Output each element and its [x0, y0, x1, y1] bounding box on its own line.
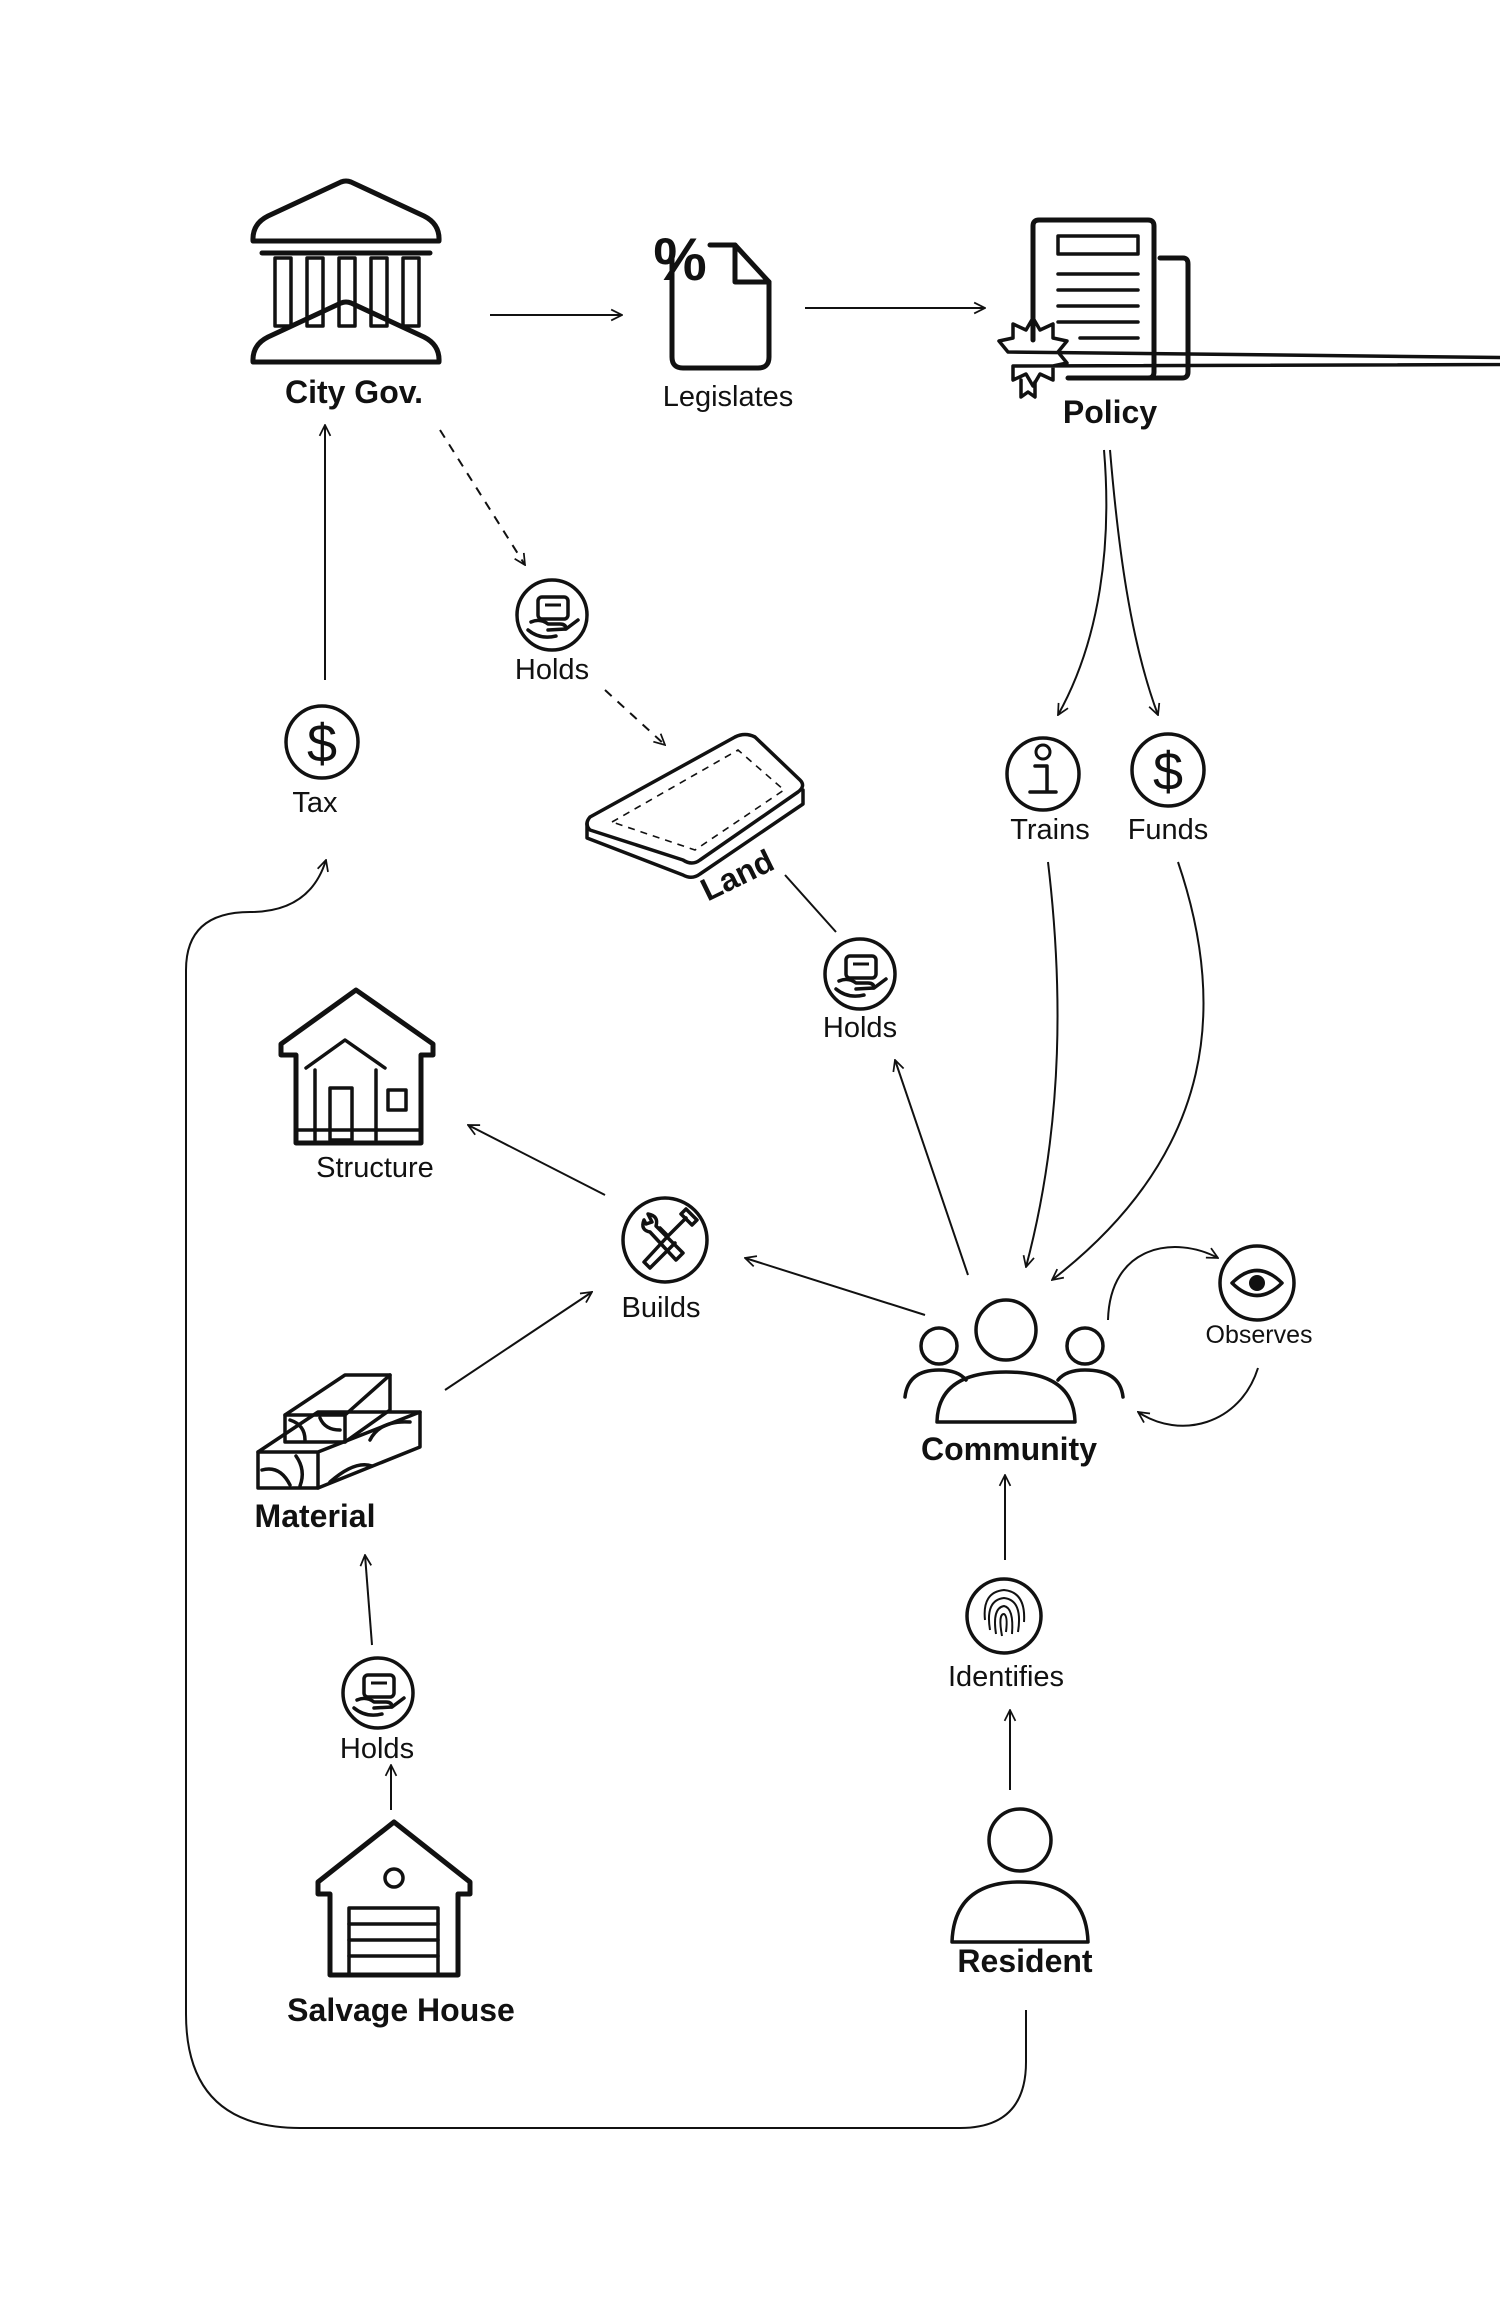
- arrow-citygov-holds: [439, 429, 525, 565]
- garage-icon: [315, 1819, 473, 1978]
- city-gov-node: City Gov.: [250, 178, 442, 410]
- government-building-icon: [250, 178, 442, 365]
- holds-gov-label: Holds: [515, 654, 589, 686]
- svg-text:%: %: [653, 226, 706, 293]
- land-node: Land: [585, 732, 805, 908]
- svg-text:$: $: [307, 714, 337, 774]
- fingerprint-icon: [965, 1577, 1043, 1655]
- arrow-holds-land: [604, 689, 665, 745]
- community-node: Community: [903, 1298, 1125, 1467]
- builds-node: Builds: [621, 1196, 709, 1324]
- percent-document-icon: %: [653, 226, 772, 371]
- dollar-icon: $: [284, 704, 360, 780]
- tools-icon: [621, 1196, 709, 1284]
- salvage-house-node: Salvage House: [287, 1819, 515, 2028]
- arrow-policy-trains: [1058, 449, 1108, 715]
- land-parcel-icon: [585, 732, 805, 879]
- trains-label: Trains: [1010, 814, 1090, 846]
- holds-salvage-node: Holds: [340, 1656, 415, 1765]
- community-label: Community: [921, 1431, 1097, 1467]
- holds-gov-node: Holds: [515, 578, 589, 686]
- observes-node: Observes: [1206, 1244, 1313, 1349]
- identifies-label: Identifies: [948, 1661, 1064, 1693]
- hand-holding-icon: [823, 937, 897, 1011]
- connectors: [185, 308, 1259, 2129]
- structure-node: Structure: [278, 987, 436, 1184]
- arrow-holds-material: [365, 1555, 373, 1646]
- funds-label: Funds: [1128, 814, 1209, 846]
- material-label: Material: [255, 1498, 376, 1534]
- arrow-funds-community: [1052, 861, 1205, 1280]
- info-icon: [1005, 736, 1081, 812]
- arrow-policy-funds: [1109, 449, 1158, 715]
- eye-icon: [1218, 1244, 1296, 1322]
- arrow-trains-community: [1026, 861, 1059, 1267]
- lumber-icon: [256, 1373, 422, 1490]
- policy-label: Policy: [1063, 394, 1157, 430]
- salvage-house-label: Salvage House: [287, 1992, 515, 2028]
- arrow-community-holds: [895, 1060, 969, 1276]
- hand-holding-icon: [515, 578, 589, 652]
- policy-node: Policy: [997, 217, 1500, 430]
- resident-node: Resident: [950, 1807, 1093, 1979]
- line-land-holds: [784, 874, 837, 933]
- material-node: Material: [255, 1373, 422, 1534]
- trains-node: Trains: [1005, 736, 1090, 846]
- arrow-community-builds: [745, 1258, 926, 1316]
- structure-label: Structure: [316, 1152, 434, 1184]
- dollar-icon: $: [1130, 732, 1206, 808]
- observes-label: Observes: [1206, 1321, 1313, 1349]
- person-icon: [950, 1807, 1090, 1944]
- tax-node: $ Tax: [284, 704, 360, 819]
- arrow-builds-structure: [468, 1124, 606, 1196]
- legislates-label: Legislates: [663, 381, 794, 413]
- legislates-node: % Legislates: [653, 226, 793, 413]
- svg-text:$: $: [1153, 742, 1183, 802]
- arrow-material-builds: [444, 1292, 592, 1391]
- tax-label: Tax: [292, 787, 338, 819]
- land-label: Land: [695, 842, 779, 908]
- arrow-observes-community: [1138, 1367, 1259, 1427]
- funds-node: $ Funds: [1128, 732, 1209, 846]
- people-group-icon: [903, 1298, 1125, 1424]
- hand-holding-icon: [341, 1656, 415, 1730]
- identifies-node: Identifies: [948, 1577, 1064, 1693]
- city-gov-label: City Gov.: [285, 374, 423, 410]
- arrow-community-observes: [1107, 1246, 1218, 1321]
- resident-label: Resident: [957, 1943, 1092, 1979]
- holds-community-label: Holds: [823, 1012, 897, 1044]
- builds-label: Builds: [622, 1292, 701, 1324]
- certified-document-icon: [997, 217, 1500, 399]
- arrow-resident-tax-loop: [185, 860, 1027, 2129]
- holds-salvage-label: Holds: [340, 1733, 414, 1765]
- holds-community-node: Holds: [823, 937, 897, 1044]
- house-icon: [278, 987, 436, 1146]
